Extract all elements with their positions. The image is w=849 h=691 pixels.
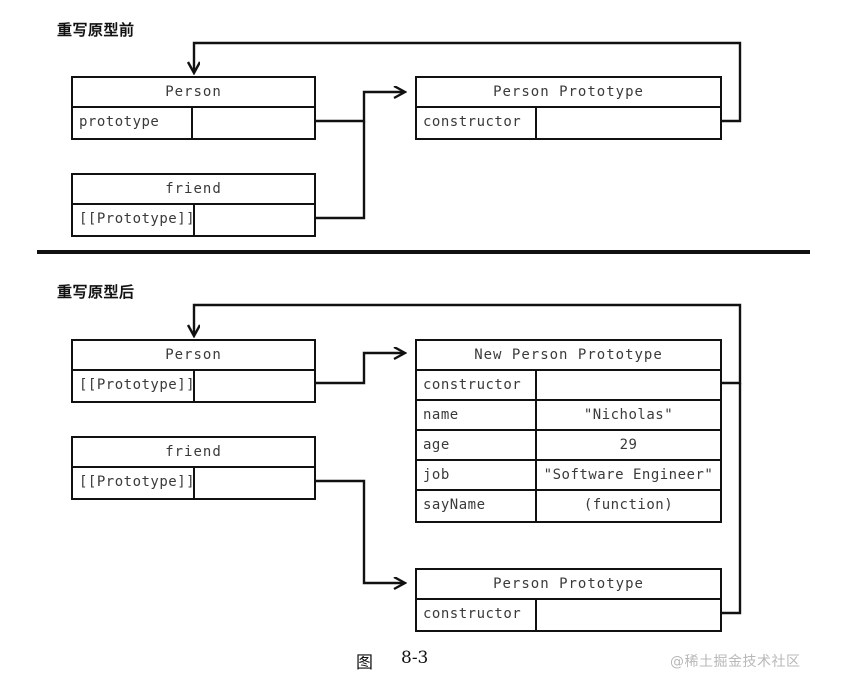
object-title-new-person-prototype: New Person Prototype — [417, 341, 720, 371]
object-title-friend-before: friend — [73, 175, 314, 205]
object-row-friend-prototype-before: [[Prototype]] — [73, 205, 314, 235]
row-key-new-constructor: constructor — [417, 371, 537, 399]
row-key-prototype: prototype — [73, 108, 193, 138]
row-value-constructor-before — [537, 108, 720, 138]
section-label-after: 重写原型后 — [57, 283, 135, 301]
object-box-friend-after: friend [[Prototype]] — [71, 436, 316, 500]
object-box-new-person-prototype: New Person Prototype constructor name "N… — [415, 339, 722, 523]
object-title-person-before: Person — [73, 78, 314, 108]
row-key-friend-prototype-after: [[Prototype]] — [73, 468, 195, 498]
row-key-age: age — [417, 431, 537, 459]
object-box-person-prototype-before: Person Prototype constructor — [415, 76, 722, 140]
row-value-new-constructor — [537, 371, 720, 399]
object-title-person-prototype-before: Person Prototype — [417, 78, 720, 108]
row-key-constructor-after: constructor — [417, 600, 537, 630]
object-row-name: name "Nicholas" — [417, 401, 720, 431]
row-value-friend-prototype-before — [195, 205, 314, 235]
object-row-friend-prototype-after: [[Prototype]] — [73, 468, 314, 498]
figure-caption-number: 8-3 — [401, 648, 429, 668]
object-box-person-before: Person prototype — [71, 76, 316, 140]
section-label-before: 重写原型前 — [57, 21, 135, 39]
object-row-prototype: prototype — [73, 108, 314, 138]
row-key-name: name — [417, 401, 537, 429]
object-row-new-constructor: constructor — [417, 371, 720, 401]
row-value-prototype — [193, 108, 314, 138]
object-row-person-prototype-after: [[Prototype]] — [73, 371, 314, 401]
row-value-sayname: (function) — [583, 497, 674, 513]
row-key-person-prototype-after: [[Prototype]] — [73, 371, 195, 401]
object-box-person-prototype-after: Person Prototype constructor — [415, 568, 722, 632]
row-value-constructor-after — [537, 600, 720, 630]
row-value-person-prototype-after — [195, 371, 314, 401]
object-title-person-after: Person — [73, 341, 314, 371]
object-row-job: job "Software Engineer" — [417, 461, 720, 491]
row-key-constructor-before: constructor — [417, 108, 537, 138]
row-value-job: "Software Engineer" — [543, 467, 714, 483]
row-value-friend-prototype-after — [195, 468, 314, 498]
row-value-age: 29 — [619, 437, 638, 453]
object-row-sayname: sayName (function) — [417, 491, 720, 521]
object-title-person-prototype-after: Person Prototype — [417, 570, 720, 600]
object-box-person-after: Person [[Prototype]] — [71, 339, 316, 403]
object-box-friend-before: friend [[Prototype]] — [71, 173, 316, 237]
object-row-constructor-after: constructor — [417, 600, 720, 630]
object-row-constructor-before: constructor — [417, 108, 720, 138]
row-value-name: "Nicholas" — [583, 407, 674, 423]
row-key-friend-prototype-before: [[Prototype]] — [73, 205, 195, 235]
watermark: @稀土掘金技术社区 — [670, 654, 801, 670]
row-key-job: job — [417, 461, 537, 489]
figure-caption-label: 图 — [356, 653, 373, 673]
row-key-sayname: sayName — [417, 491, 537, 521]
object-title-friend-after: friend — [73, 438, 314, 468]
object-row-age: age 29 — [417, 431, 720, 461]
